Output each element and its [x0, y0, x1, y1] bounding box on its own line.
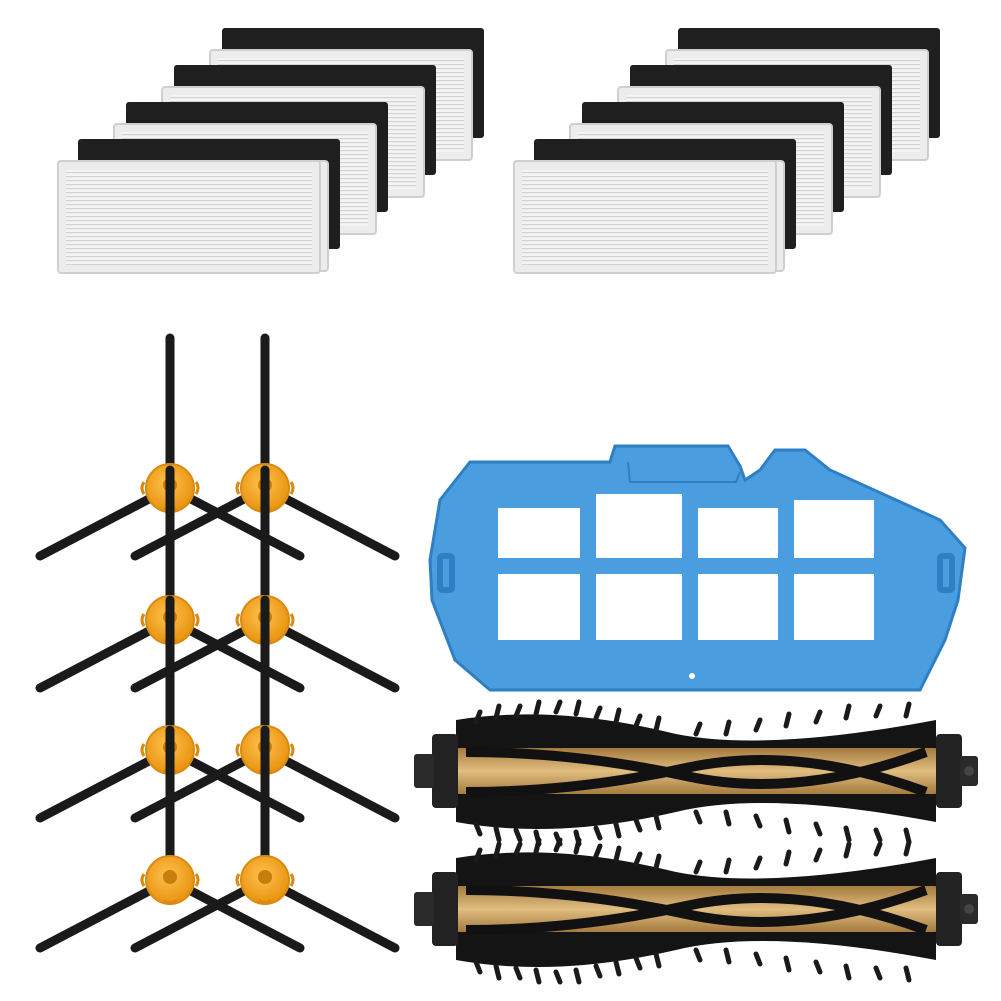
hepa-filter-front-right — [513, 160, 777, 274]
primary-filter — [428, 444, 967, 692]
hepa-filter-front-left — [57, 160, 321, 274]
